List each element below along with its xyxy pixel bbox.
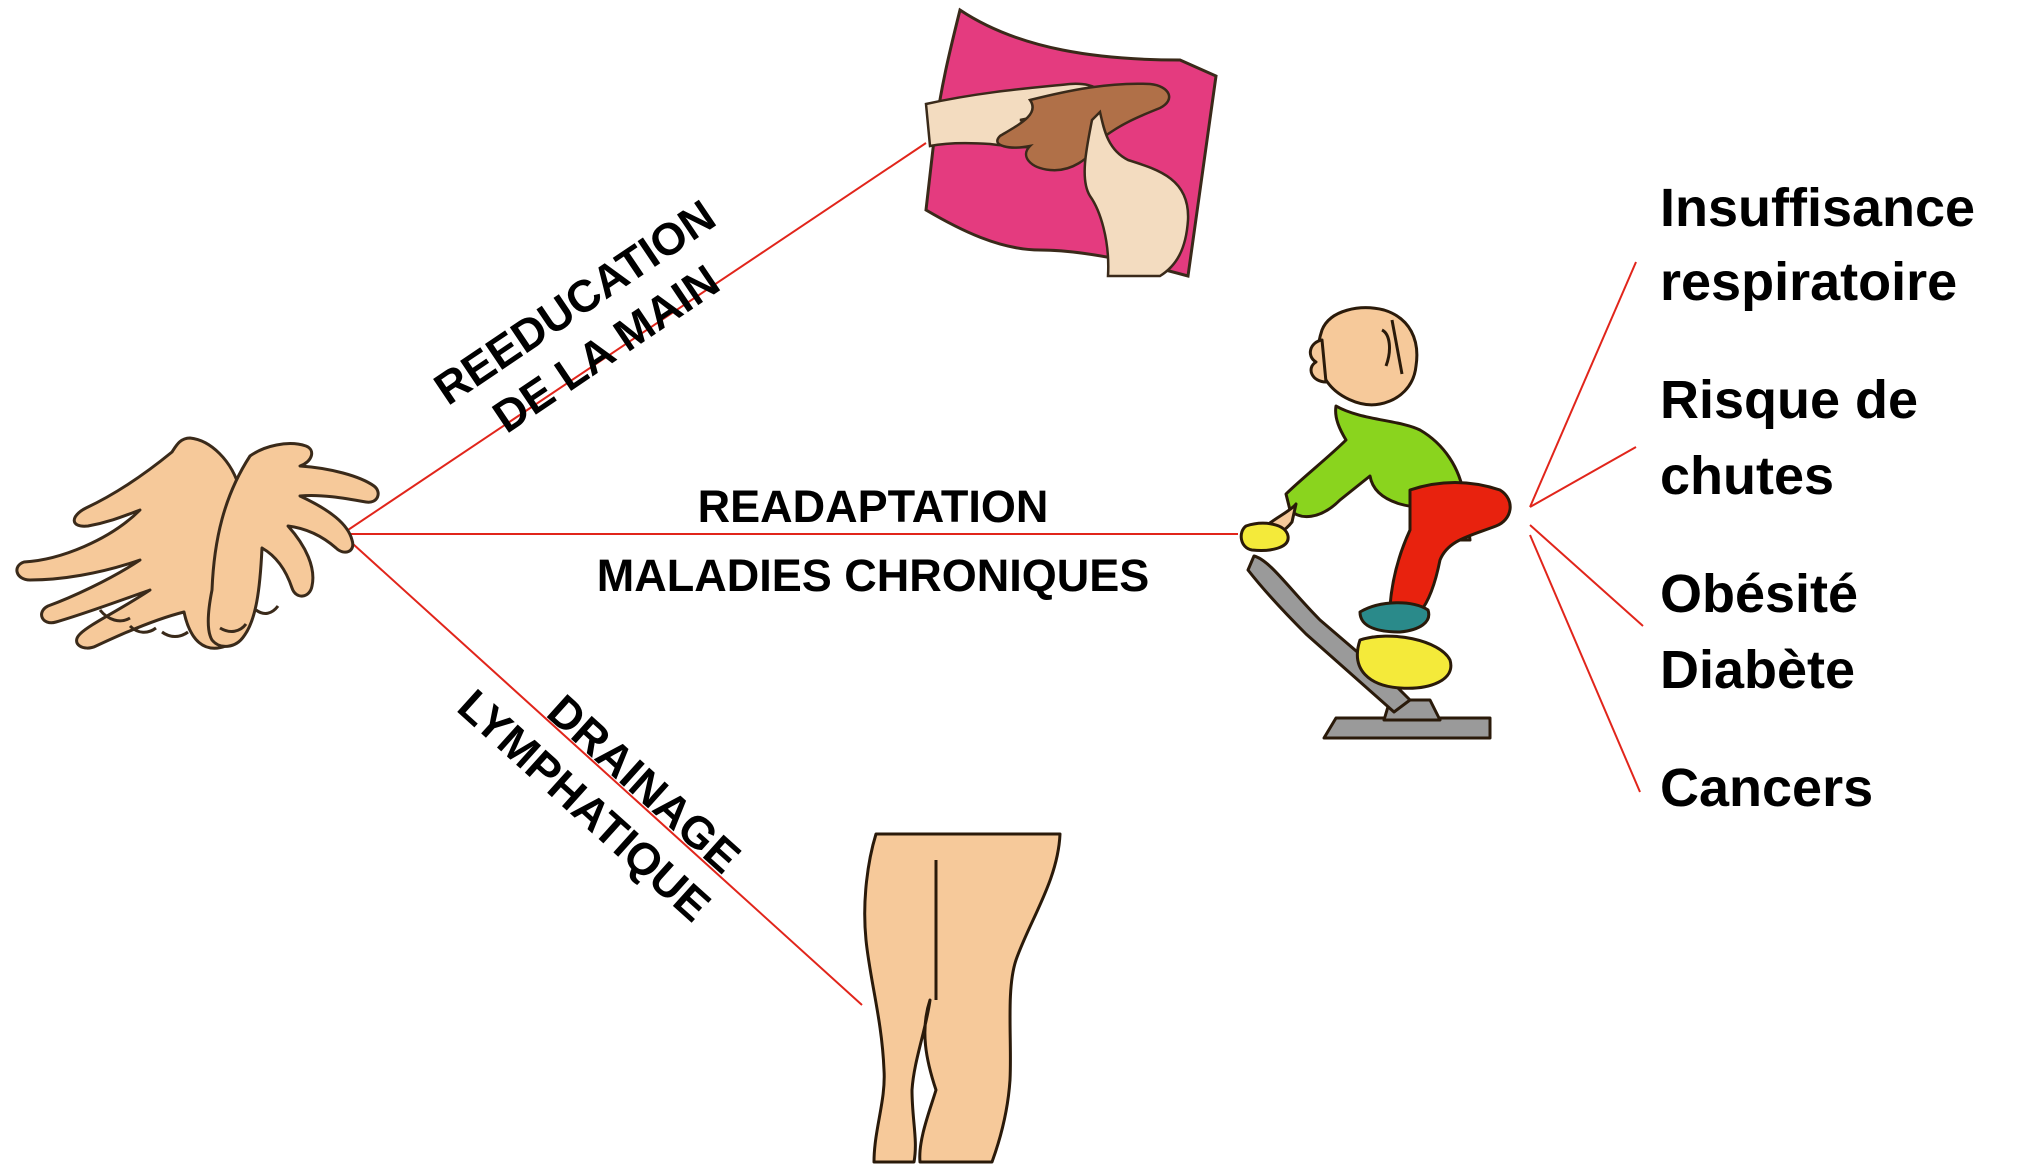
condition-3-line2: Diabète xyxy=(1660,640,1855,700)
condition-2-line1: Risque de xyxy=(1660,370,1918,430)
chronic-rehab-line1: READAPTATION xyxy=(698,481,1049,532)
condition-2-line2: chutes xyxy=(1660,446,1834,506)
chronic-rehab-line2: MALADIES CHRONIQUES xyxy=(597,550,1150,601)
condition-1-line1: Insuffisance xyxy=(1660,178,1975,238)
condition-1-line2: respiratoire xyxy=(1660,252,1957,312)
branch-hand-rehab-label: REEDUCATION DE LA MAIN xyxy=(425,190,756,461)
condition-4-line1: Cancers xyxy=(1660,758,1873,818)
conditions-list: Insuffisance respiratoire Risque de chut… xyxy=(1660,178,1975,818)
condition-3-line1: Obésité xyxy=(1660,564,1858,624)
branch-lymph-drainage-label: DRAINAGE LYMPHATIQUE xyxy=(448,638,757,932)
